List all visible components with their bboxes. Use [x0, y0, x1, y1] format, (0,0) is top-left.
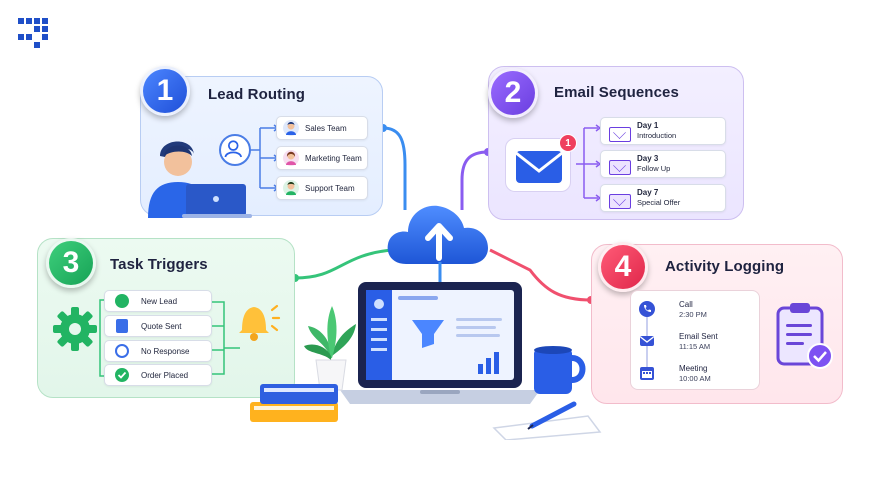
trigger-label: New Lead [141, 296, 178, 306]
activity-timeline-panel: Call 2:30 PM Email Sent 11:15 AM Meeting… [630, 290, 760, 390]
coffee-mug-illustration [534, 346, 586, 394]
activity-entry-email-sent: Email Sent 11:15 AM [679, 332, 718, 352]
sequence-step-day: Day 3 [637, 154, 659, 163]
sequence-step-label: Follow Up [637, 164, 671, 173]
sales-person-icon [283, 120, 299, 136]
team-label-marketing: Marketing Team [305, 153, 362, 163]
notification-count-badge: 1 [559, 134, 577, 152]
lead-routing-title: Lead Routing [208, 86, 306, 103]
trigger-label: Order Placed [141, 370, 189, 380]
user-icon [115, 294, 129, 308]
potted-plant-illustration [304, 306, 356, 391]
bell-icon [239, 304, 281, 341]
clipboard-check-icon [776, 303, 833, 369]
trigger-item-quote-sent: Quote Sent [104, 315, 212, 337]
email-sequences-title: Email Sequences [554, 84, 679, 101]
activity-entry-meeting: Meeting 10:00 AM [679, 364, 711, 384]
document-icon [116, 319, 128, 333]
trigger-item-order-placed: Order Placed [104, 364, 212, 386]
checkmark-icon [115, 368, 129, 382]
brand-logo [18, 18, 48, 48]
trigger-branch-line [99, 299, 106, 377]
activity-type: Call [679, 300, 693, 309]
calendar-icon [640, 367, 654, 380]
cloud-upload-icon [387, 205, 488, 264]
support-person-icon [283, 180, 299, 196]
activity-type: Email Sent [679, 332, 718, 341]
trigger-item-no-response: No Response [104, 340, 212, 362]
task-triggers-number-badge: 3 [46, 238, 96, 288]
activity-time: 10:00 AM [679, 374, 711, 383]
book-stack-illustration [250, 384, 338, 422]
envelope-icon [515, 151, 563, 183]
sequence-step-label: Introduction [637, 131, 677, 140]
cloud-connector-line [438, 262, 442, 284]
activity-type: Meeting [679, 364, 708, 373]
team-item-sales: Sales Team [276, 116, 368, 140]
trigger-item-new-lead: New Lead [104, 290, 212, 312]
email-step-icon [609, 127, 631, 142]
team-item-marketing: Marketing Team [276, 146, 368, 170]
email-icon [640, 336, 654, 346]
trigger-label: No Response [141, 346, 190, 356]
activity-entry-call: Call 2:30 PM [679, 300, 707, 320]
person-with-laptop-illustration [148, 141, 252, 218]
sequence-branch-lines [576, 124, 602, 202]
sequence-step-day: Day 7 [637, 188, 659, 197]
laptop-illustration [340, 282, 540, 404]
email-step-icon [609, 194, 631, 209]
routing-branch-lines [250, 124, 280, 192]
activity-logging-title: Activity Logging [665, 258, 785, 275]
trigger-merge-lines [212, 301, 240, 375]
team-label-support: Support Team [305, 183, 355, 193]
notebook-pen-illustration [492, 401, 602, 440]
sequence-step-day: Day 1 [637, 121, 659, 130]
gear-icon [53, 307, 97, 351]
team-item-support: Support Team [276, 176, 368, 200]
activity-time: 2:30 PM [679, 310, 707, 319]
task-triggers-title: Task Triggers [110, 256, 208, 273]
marketing-person-icon [283, 150, 299, 166]
trigger-label: Quote Sent [141, 321, 182, 331]
email-step-icon [609, 160, 631, 175]
sequence-step-label: Special Offer [637, 198, 681, 207]
activity-logging-number-badge: 4 [598, 242, 648, 292]
lead-routing-number-badge: 1 [140, 66, 190, 116]
activity-time: 11:15 AM [679, 342, 711, 351]
sequence-step-day3: Day 3 Follow Up [600, 150, 726, 178]
user-avatar-icon [219, 134, 251, 166]
sequence-step-day7: Day 7 Special Offer [600, 184, 726, 212]
sequence-step-day1: Day 1 Introduction [600, 117, 726, 145]
clock-icon [115, 344, 129, 358]
phone-icon [639, 301, 655, 317]
email-sequences-number-badge: 2 [488, 68, 538, 118]
team-label-sales: Sales Team [305, 123, 347, 133]
